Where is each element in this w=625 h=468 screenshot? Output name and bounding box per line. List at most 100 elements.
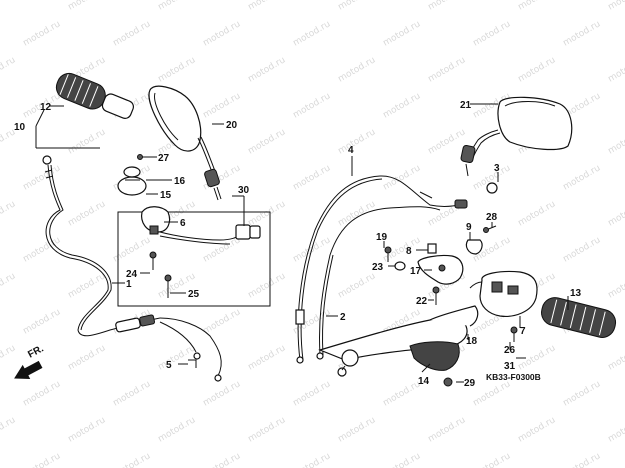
watermark-text: motod.ru <box>157 55 198 84</box>
callout-2: 2 <box>340 312 346 323</box>
callout-5: 5 <box>166 360 172 371</box>
brake-lever-assembly <box>318 182 538 387</box>
callout-9: 9 <box>466 222 472 233</box>
callout-25: 25 <box>188 289 200 300</box>
watermark-text: motod.ru <box>247 343 288 372</box>
watermark-text: motod.ru <box>337 199 378 228</box>
watermark-text: motod.ru <box>517 199 558 228</box>
watermark-text: motod.ru <box>67 199 108 228</box>
callout-4: 4 <box>348 145 354 156</box>
watermark-text: motod.ru <box>247 415 288 444</box>
watermark-text: motod.ru <box>202 19 243 48</box>
watermark-text: motod.ru <box>562 163 603 192</box>
watermark-text: motod.ru <box>202 307 243 336</box>
leader-lines <box>35 103 569 383</box>
callout-17: 14 <box>418 376 430 387</box>
watermark-text: motod.ru <box>67 127 108 156</box>
watermark-text: motod.ru <box>0 415 17 444</box>
watermark-text: motod.ru <box>427 55 468 84</box>
watermark-text: motod.ru <box>247 127 288 156</box>
right-grip <box>541 297 617 338</box>
watermark-text: motod.ru <box>607 415 625 444</box>
left-switch-assembly <box>117 206 271 307</box>
watermark-text: motod.ru <box>22 19 63 48</box>
watermark-text: motod.ru <box>112 451 153 468</box>
watermark-text: motod.ru <box>202 451 243 468</box>
direction-label: FR. <box>26 343 46 360</box>
watermark-text: motod.ru <box>112 379 153 408</box>
callout-labels: 12 10 20 27 16 15 30 6 24 25 1 5 4 2 21 … <box>14 100 582 389</box>
watermark-text: motod.ru <box>247 55 288 84</box>
watermark-text: motod.ru <box>202 91 243 120</box>
front-direction-arrow <box>14 360 43 379</box>
watermark-text: motod.ru <box>112 19 153 48</box>
callout-19: 19 <box>376 232 388 243</box>
callout-15: 16 <box>174 176 186 187</box>
watermark-text: motod.ru <box>292 19 333 48</box>
watermark-text: motod.ru <box>67 415 108 444</box>
callout-26: 26 <box>504 345 516 356</box>
watermark-text: motod.ru <box>0 343 17 372</box>
watermark-text: motod.ru <box>607 271 625 300</box>
watermark-text: motod.ru <box>517 0 558 13</box>
watermark-text: motod.ru <box>67 0 108 13</box>
watermark-text: motod.ru <box>202 379 243 408</box>
watermark-text: motod.ru <box>67 271 108 300</box>
watermark-text: motod.ru <box>472 19 513 48</box>
watermark-text: motod.ru <box>562 235 603 264</box>
watermark-text: motod.ru <box>0 199 17 228</box>
callout-20: 20 <box>226 120 238 131</box>
clutch-cables <box>295 175 468 364</box>
watermark-text: motod.ru <box>22 451 63 468</box>
watermark-text: motod.ru <box>22 307 63 336</box>
watermark-text: motod.ru <box>157 0 198 13</box>
callout-8: 8 <box>406 246 412 257</box>
watermark-text: motod.ru <box>382 451 423 468</box>
callout-31: 31 <box>504 361 516 372</box>
watermark-text: motod.ru <box>472 379 513 408</box>
watermark-text: motod.ru <box>22 163 63 192</box>
watermark-text: motod.ru <box>22 379 63 408</box>
watermark-text: motod.ru <box>427 415 468 444</box>
watermark-text: motod.ru <box>382 91 423 120</box>
watermark-text: motod.ru <box>607 199 625 228</box>
watermark-text: motod.ru <box>0 271 17 300</box>
watermark-text: motod.ru <box>157 343 198 372</box>
callout-6: 6 <box>180 218 186 229</box>
watermark-text: motod.ru <box>607 0 625 13</box>
watermark-text: motod.ru <box>292 163 333 192</box>
callout-18: 18 <box>466 336 478 347</box>
watermark-text: motod.ru <box>247 199 288 228</box>
callout-12: 12 <box>40 102 52 113</box>
callout-16: 17 <box>410 266 422 277</box>
watermark-text: motod.ru <box>562 379 603 408</box>
watermark-text: motod.ru <box>562 19 603 48</box>
callout-28: 29 <box>464 378 476 389</box>
callout-10: 10 <box>14 122 26 133</box>
watermark-text: motod.ru <box>607 127 625 156</box>
watermark-text: motod.ru <box>517 415 558 444</box>
watermark-text: motod.ru <box>337 0 378 13</box>
throttle-grip-assembly <box>55 72 148 196</box>
watermark-text: motod.ru <box>292 91 333 120</box>
watermark-text: motod.ru <box>607 343 625 372</box>
callout-7: 7 <box>520 326 526 337</box>
watermark-text: motod.ru <box>517 55 558 84</box>
watermark-text: motod.ru <box>427 0 468 13</box>
watermark-text: motod.ru <box>292 379 333 408</box>
watermark-text: motod.ru <box>562 451 603 468</box>
callout-30: 30 <box>238 185 250 196</box>
callout-1: 1 <box>126 279 132 290</box>
watermark-text: motod.ru <box>472 451 513 468</box>
callout-23: 23 <box>372 262 384 273</box>
right-mirror <box>460 96 573 177</box>
callout-13: 13 <box>570 288 582 299</box>
watermark-text: motod.ru <box>427 127 468 156</box>
watermark-text: motod.ru <box>22 235 63 264</box>
watermark-text: motod.ru <box>382 379 423 408</box>
callout-22: 22 <box>416 296 428 307</box>
watermark-text: motod.ru <box>0 0 17 13</box>
left-mirror <box>148 85 222 201</box>
